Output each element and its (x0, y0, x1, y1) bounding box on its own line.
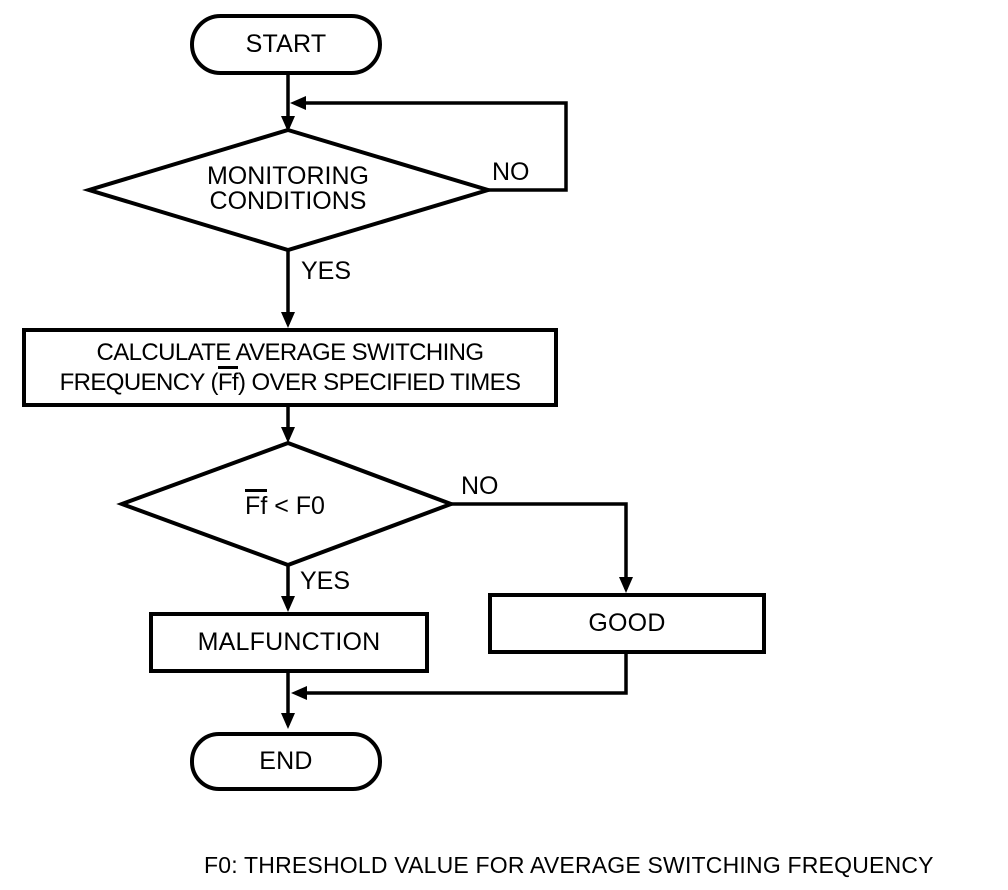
calculate-line2-suffix: ) OVER SPECIFIED TIMES (238, 369, 521, 396)
arrowhead-left-join-icon (291, 686, 307, 700)
monitoring-no-edge-label: NO (492, 158, 530, 186)
ff-overbar-symbol: Ff (217, 366, 239, 395)
arrowhead-down-into-malfunction-icon (281, 596, 295, 612)
monitoring-label-line1: MONITORING (206, 162, 370, 190)
end-label: END (259, 747, 313, 775)
threshold-no-connector (451, 502, 628, 589)
arrowhead-down-into-end-icon (281, 713, 295, 729)
calculate-node: CALCULATE AVERAGE SWITCHING FREQUENCY (F… (22, 328, 558, 407)
good-node: GOOD (488, 593, 766, 654)
monitoring-label-line2: CONDITIONS (209, 187, 367, 215)
calculate-line2-prefix: FREQUENCY ( (59, 369, 219, 396)
start-label: START (245, 30, 327, 58)
good-label: GOOD (588, 609, 666, 637)
malfunction-label: MALFUNCTION (197, 628, 381, 656)
end-node: END (190, 732, 382, 791)
calculate-label-line2: FREQUENCY (Ff) OVER SPECIFIED TIMES (60, 366, 521, 396)
monitoring-yes-edge-label: YES (301, 257, 352, 285)
threshold-no-edge-label: NO (461, 472, 499, 500)
good-join-connector (296, 654, 628, 695)
threshold-decision-label: Ff < F0 (185, 489, 385, 519)
monitoring-no-loop-connector (295, 101, 568, 192)
calculate-label-line1: CALCULATE AVERAGE SWITCHING (96, 339, 485, 366)
start-node: START (190, 14, 382, 75)
threshold-comparison-text: < F0 (267, 492, 325, 520)
f0-definition-footnote: F0: THRESHOLD VALUE FOR AVERAGE SWITCHIN… (204, 852, 934, 878)
arrowhead-left-loop-icon (290, 96, 306, 110)
ff-overbar-symbol: Ff (245, 489, 268, 519)
arrowhead-down-into-threshold-icon (281, 427, 295, 443)
arrowhead-down-into-monitoring-icon (281, 116, 295, 132)
monitoring-decision-label: MONITORING CONDITIONS (138, 164, 438, 214)
threshold-yes-edge-label: YES (300, 567, 351, 595)
arrowhead-down-into-calculate-icon (281, 312, 295, 328)
arrowhead-down-into-good-icon (619, 577, 633, 593)
malfunction-node: MALFUNCTION (149, 612, 429, 673)
